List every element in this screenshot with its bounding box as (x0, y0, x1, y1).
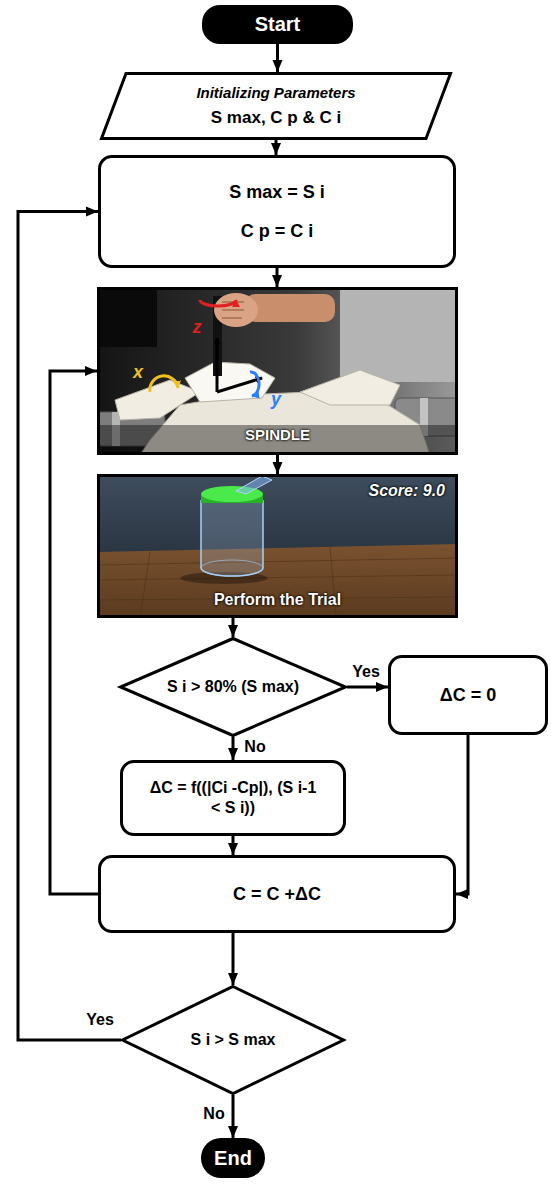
jar-base (201, 560, 263, 576)
axis-label-holder: x (133, 361, 143, 384)
robot-arm (300, 370, 400, 405)
shape-outline (123, 987, 344, 1094)
scene-background (97, 474, 458, 618)
table (97, 544, 458, 618)
node-text: ΔC = f((|Ci -Cp|), (S i-1 < S i)) (143, 778, 323, 818)
branch-label: Yes (84, 1010, 116, 1030)
game-screenshot: Score: 9.0Perform the Trial (97, 474, 458, 618)
forearm (245, 294, 335, 322)
rotation-arc (150, 376, 178, 392)
start-terminal: Start (202, 5, 353, 44)
rotation-arc (200, 300, 236, 306)
node-text: S max = S i (229, 181, 325, 204)
edge-label-holder: No (242, 737, 267, 757)
axis-label: x (133, 361, 143, 384)
wood-grain (97, 546, 458, 618)
shade-band (97, 425, 458, 455)
node-text: Score: 9.0 (369, 481, 445, 501)
edge-label-holder: No (201, 1104, 226, 1124)
axis-label: y (271, 388, 281, 411)
flow-arrow (232, 933, 235, 985)
gimbal (185, 362, 275, 402)
flow-arrow (276, 455, 279, 474)
input-parallelogram: Initializing Parameters S max, C p & C i (100, 72, 452, 140)
node-text: S i > 80% (S max) (167, 677, 299, 697)
photo-background (97, 287, 458, 455)
flow-arrow (347, 686, 388, 689)
end-terminal: End (201, 1138, 265, 1178)
node-text: ΔC = 0 (440, 684, 496, 707)
branch-label: Yes (350, 662, 382, 682)
key-panel (236, 476, 272, 494)
flow-arrow (276, 44, 279, 72)
process-box: S max = S i C p = C i (98, 155, 456, 268)
axis-arrow (217, 378, 262, 392)
axis-label-holder: z (193, 316, 202, 339)
flow-arrow (232, 737, 235, 760)
node-text: Start (255, 12, 301, 37)
device-photo: SPINDLE (97, 287, 458, 455)
node-text: S max, C p & C i (211, 107, 341, 128)
decision-diamond: S i > 80% (S max) (119, 637, 347, 737)
flow-arrow (456, 735, 468, 894)
shape-outline (121, 639, 346, 736)
edge-label-holder: Yes (84, 1010, 116, 1030)
node-text: Initializing Parameters (196, 84, 355, 103)
axis-arrow (216, 338, 219, 392)
shape-outline (102, 74, 451, 139)
node-text: C = C +ΔC (233, 883, 321, 906)
branch-label: No (242, 737, 267, 757)
branch-label: No (201, 1104, 226, 1124)
parallelogram-outline (100, 72, 452, 140)
flow-arrow (275, 140, 278, 155)
robot-arm (115, 380, 200, 420)
dark-corner (97, 287, 157, 347)
process-box: C = C +ΔC (98, 855, 456, 933)
edge-label-holder: Yes (350, 662, 382, 682)
flow-arrow (232, 1095, 235, 1138)
node-text: End (214, 1146, 252, 1171)
axis-label-holder: y (271, 388, 281, 411)
flow-arrow (50, 371, 98, 894)
node-text: Perform the Trial (214, 590, 341, 610)
rotation-arc (250, 372, 259, 396)
flow-arrow (232, 836, 235, 855)
flow-arrow (276, 268, 279, 287)
wall (340, 287, 458, 382)
decision-diamond: S i > S max (121, 985, 345, 1095)
node-text: S i > S max (191, 1030, 276, 1050)
node-text: C p = C i (241, 220, 314, 243)
axis-label: z (193, 316, 202, 339)
fist (214, 293, 258, 327)
trial-scene (97, 474, 458, 618)
node-text: SPINDLE (245, 426, 310, 445)
process-box: ΔC = 0 (388, 655, 548, 735)
jar-body (201, 500, 263, 576)
spindle-photo (97, 287, 458, 455)
flow-arrow (232, 618, 235, 637)
process-box: ΔC = f((|Ci -Cp|), (S i-1 < S i)) (120, 760, 346, 836)
